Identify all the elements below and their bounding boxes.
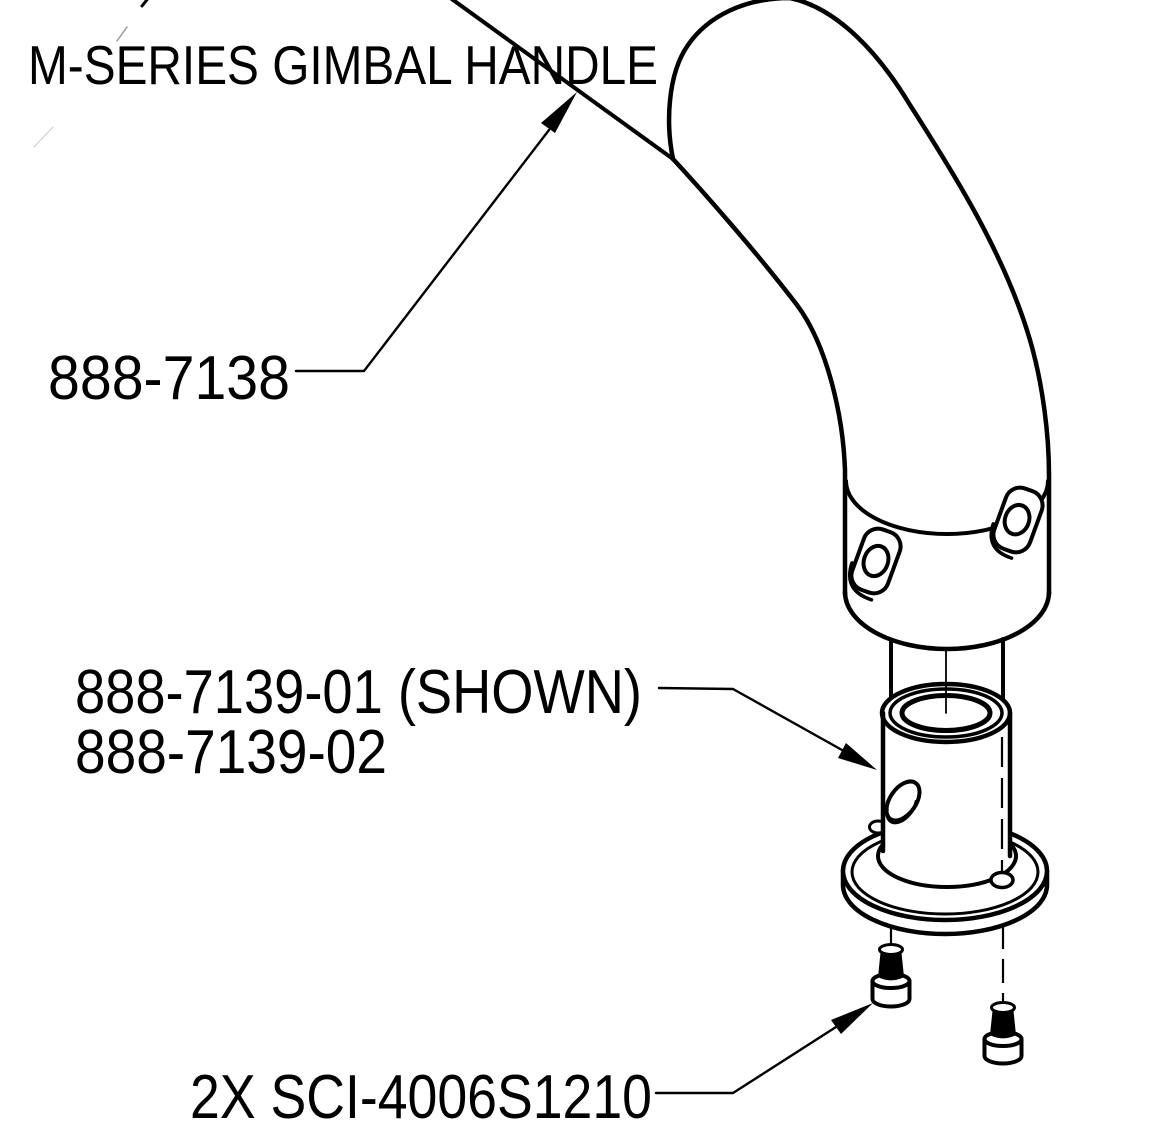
- collar-right-boss-hole: [1002, 502, 1032, 537]
- leader-adapter-arrowhead-icon: [838, 743, 877, 770]
- collar-right-boss-lip: [989, 522, 1014, 560]
- flange-right-screw-hole: [989, 870, 1015, 890]
- cropped-stray-marks: [33, 0, 149, 148]
- collar-right-boss: [989, 485, 1045, 560]
- adapter-body: [879, 648, 1013, 859]
- screw-right-tip-face: [990, 1001, 1016, 1014]
- handle-left-outline: [670, 156, 848, 597]
- leader-screws: [654, 1003, 873, 1095]
- leader-adapter: [657, 686, 877, 770]
- handle-end-edge: [449, 0, 675, 161]
- collar-bottom-edge: [842, 589, 1052, 652]
- leader-screws-arrowhead-icon: [831, 1003, 873, 1034]
- screw-left-tip-face: [878, 943, 904, 956]
- handle-right-outline: [666, 0, 1052, 597]
- screw-right: [982, 737, 1024, 1066]
- screw-left: [870, 924, 912, 1009]
- leader-handle-arrowhead-icon: [541, 92, 577, 133]
- neck-tube: [889, 637, 1005, 701]
- callout-screws-part-number: 2X SCI-4006S1210: [190, 1063, 652, 1132]
- collar-left-boss: [848, 526, 903, 602]
- callout-adapter-part-number-line1: 888-7139-01 (SHOWN): [75, 658, 642, 727]
- collar-left-boss-lip: [848, 561, 874, 602]
- collar-left-boss-hole: [861, 543, 891, 579]
- leader-handle: [294, 92, 577, 373]
- callout-adapter-part-number-line2: 888-7139-02: [75, 718, 387, 787]
- adapter-cross-hole: [884, 779, 922, 825]
- callout-handle-part-number: 888-7138: [48, 344, 290, 413]
- drawing-title: M-SERIES GIMBAL HANDLE: [28, 34, 658, 96]
